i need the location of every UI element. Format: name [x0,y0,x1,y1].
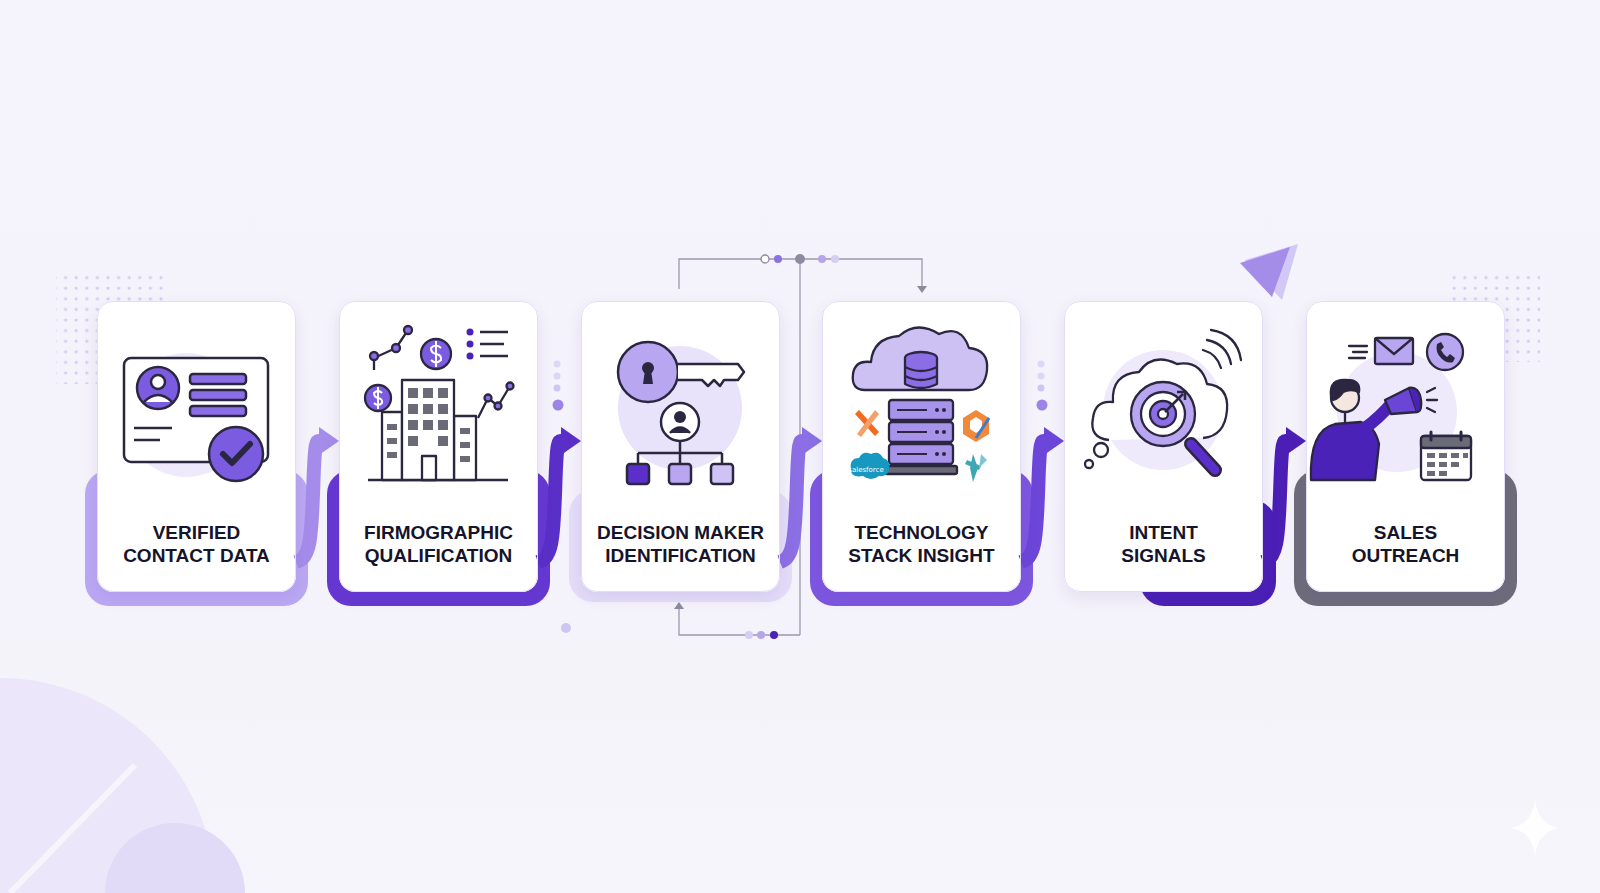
step-card: SALES OUTREACH [1306,301,1505,592]
step-card: INTENT SIGNALS [1064,301,1263,592]
corner-shapes [0,678,245,893]
building-icon [365,326,514,480]
step-title: DECISION MAKER IDENTIFICATION [594,521,767,567]
contact-card-icon [124,353,268,481]
flow-arrow [780,441,802,562]
step-card: VERIFIED CONTACT DATA [97,301,296,592]
triangle-decor [1240,244,1298,300]
decor-dots [553,254,1048,639]
intent-icon [1085,330,1241,470]
key-org-icon [618,342,744,484]
step-title: TECHNOLOGY STACK INSIGHT [835,521,1008,567]
step-card: TECHNOLOGY STACK INSIGHT [822,301,1021,592]
logo-text: salesforce [848,466,883,474]
sparkle [1510,800,1560,856]
flow-arrow [1263,441,1286,562]
flow-arrow [296,441,319,562]
outreach-icon [1311,334,1471,480]
flow-arrow [1021,441,1044,562]
flow-arrow [538,441,561,562]
step-card: FIRMOGRAPHIC QUALIFICATION [339,301,538,592]
step-title: VERIFIED CONTACT DATA [110,521,283,567]
step-title: INTENT SIGNALS [1104,521,1224,567]
card-fills [97,301,1505,592]
step-card: DECISION MAKER IDENTIFICATION [581,301,780,592]
step-title: SALES OUTREACH [1331,521,1481,567]
tech-stack-icon [851,327,989,482]
step-title: FIRMOGRAPHIC QUALIFICATION [352,521,525,567]
